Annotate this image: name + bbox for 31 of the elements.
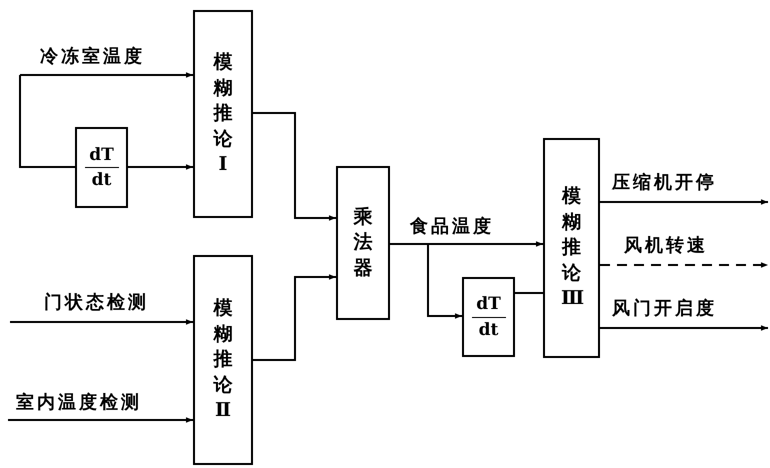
arrow: [600, 325, 768, 331]
box-label: 模糊推论Ⅰ: [212, 50, 234, 178]
box-label: 乘法器: [352, 204, 374, 281]
denominator: dt: [90, 170, 112, 190]
process-box: [336, 166, 390, 320]
process-box: [193, 10, 253, 218]
process-box: [543, 138, 600, 358]
edge-label: 压缩机开停: [612, 171, 717, 194]
edge-label: 风门开启度: [612, 297, 717, 320]
edge-label: 风机转速: [624, 234, 708, 257]
denominator: dt: [478, 320, 500, 340]
numerator: dT: [475, 294, 502, 314]
box-label: 模糊推论Ⅲ: [561, 184, 582, 312]
edge-label: 食品温度: [410, 215, 494, 238]
arrow: [253, 112, 336, 221]
arrow: [128, 164, 193, 170]
arrow: [600, 262, 768, 268]
arrow: [10, 319, 193, 325]
edge-label: 冷冻室温度: [40, 45, 145, 68]
arrow: [253, 274, 336, 361]
process-box: [193, 255, 253, 465]
box-label: 模糊推论Ⅱ: [212, 296, 234, 424]
derivative-box: [462, 277, 515, 357]
derivative-box: [75, 127, 128, 208]
arrow: [20, 72, 193, 78]
edge-label: 室内温度检测: [16, 391, 142, 414]
arrow: [390, 243, 462, 319]
arrow: [600, 199, 768, 205]
numerator: dT: [88, 144, 115, 165]
edge-label: 门状态检测: [44, 291, 149, 314]
arrow: [8, 417, 193, 423]
